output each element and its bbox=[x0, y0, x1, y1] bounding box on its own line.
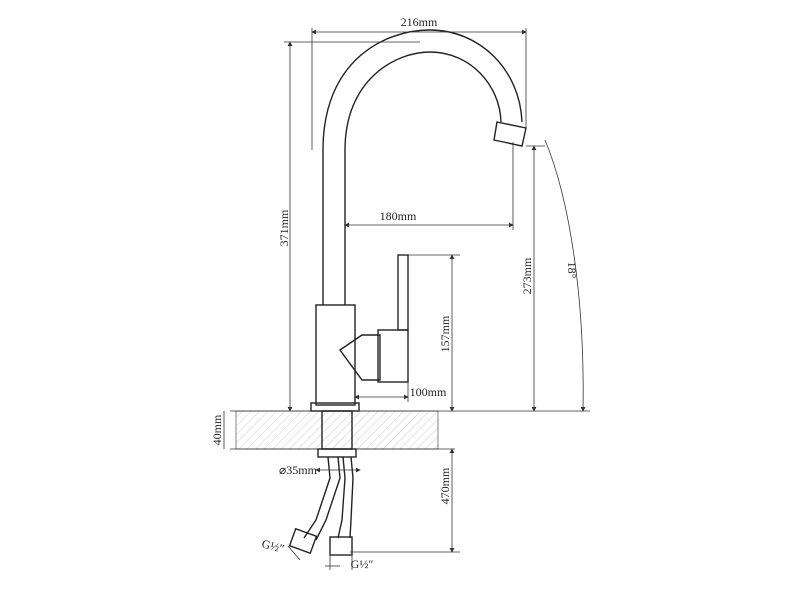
label-18-degree: 18° bbox=[565, 262, 579, 279]
supply-hoses bbox=[288, 456, 354, 556]
label-157mm: 157mm bbox=[438, 315, 452, 352]
dimension-lines bbox=[223, 28, 590, 570]
label-180mm: 180mm bbox=[380, 209, 417, 223]
label-thread-right: G½″ bbox=[351, 557, 374, 571]
label-100mm: 100mm bbox=[410, 385, 447, 399]
handle-lever bbox=[397, 254, 409, 331]
body-cylinder bbox=[315, 304, 356, 406]
hose-nut-left bbox=[288, 527, 318, 555]
label-371mm: 371mm bbox=[277, 209, 291, 246]
hose-nut-right bbox=[329, 536, 353, 556]
label-273mm: 273mm bbox=[520, 257, 534, 294]
label-thread-left: G½″ bbox=[260, 536, 286, 555]
label-216mm: 216mm bbox=[401, 15, 438, 29]
spout-tip bbox=[493, 121, 527, 147]
handle-base bbox=[377, 329, 409, 383]
countertop bbox=[230, 410, 455, 450]
label-470mm: 470mm bbox=[438, 467, 452, 504]
label-40mm: 40mm bbox=[210, 414, 224, 445]
label-35mm: ⌀35mm bbox=[279, 463, 318, 477]
